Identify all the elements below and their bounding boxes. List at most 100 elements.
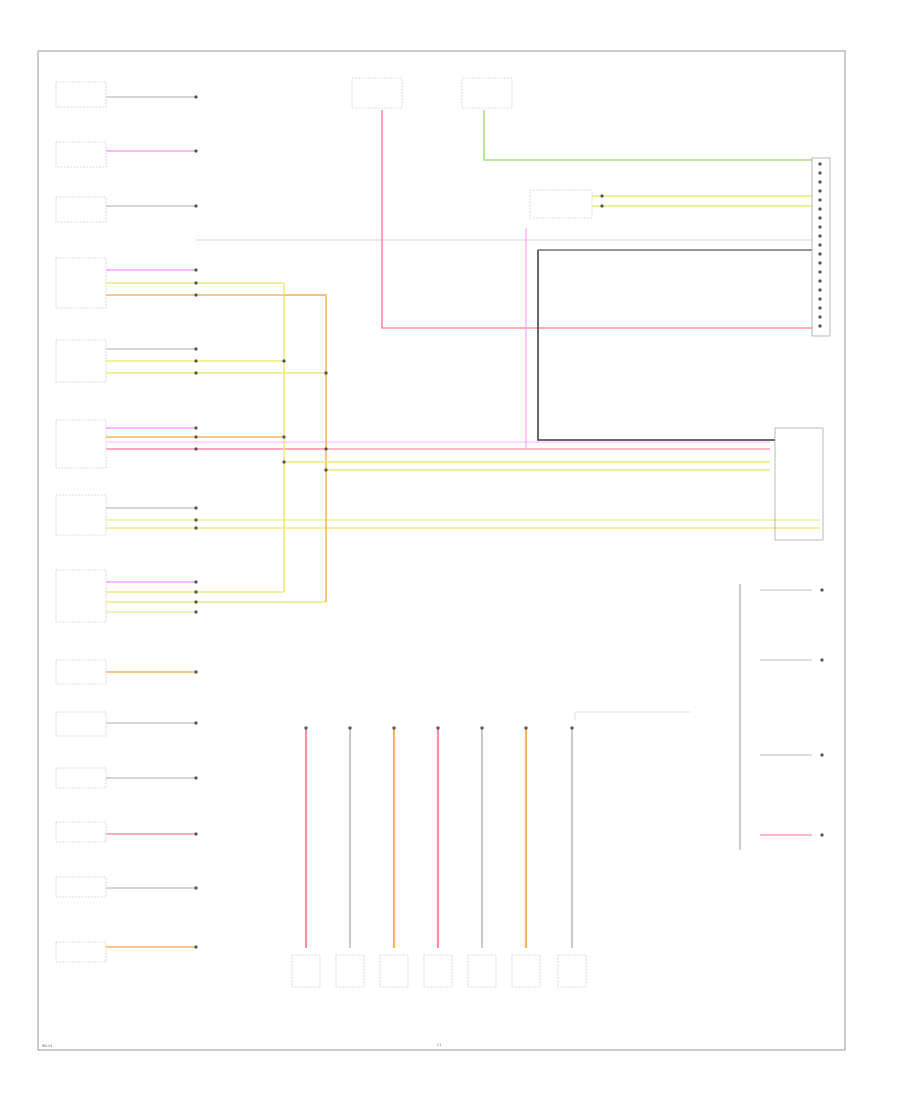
right-stub-dot [820, 833, 824, 837]
module-box-9 [55, 659, 107, 685]
right-stub-link [574, 711, 690, 720]
left-wires [106, 95, 820, 949]
wire-end-dot [194, 945, 198, 949]
diagram-frame [37, 50, 846, 1051]
right-stub-dot [820, 753, 824, 757]
wire-end-dot [194, 832, 198, 836]
pin-mark [818, 315, 822, 319]
module-box-8 [55, 569, 107, 623]
pin-mark [818, 180, 822, 184]
left-module-boxes [55, 81, 107, 963]
module-box-3 [55, 196, 107, 223]
wire-end-dot [194, 426, 198, 430]
wire-end-dot [194, 371, 198, 375]
wire-end-dot [194, 506, 198, 510]
junction-dot [324, 447, 328, 451]
module-box-10 [55, 711, 107, 737]
module-box-6 [55, 419, 107, 469]
junction-dot [282, 460, 286, 464]
wire-end-dot [194, 281, 198, 285]
pin-mark [818, 297, 822, 301]
right-stubs [574, 584, 824, 850]
junction-dot [600, 194, 604, 198]
connector-label: C1 [437, 1043, 441, 1047]
right-connector-strip [529, 157, 831, 541]
wire-end-dot [194, 776, 198, 780]
bus-orange-1 [284, 294, 327, 602]
wire-end-dot [194, 149, 198, 153]
junction-dot [600, 204, 604, 208]
brake-switch-box [529, 189, 593, 219]
module-box-12 [55, 821, 107, 843]
right-stub-dot [820, 588, 824, 592]
sensor-wire-dot [304, 726, 308, 730]
fuse-block-left [351, 77, 403, 109]
pin-mark [818, 162, 822, 166]
wire-end-dot [194, 447, 198, 451]
sensor-connector [423, 954, 453, 988]
pin-mark [818, 234, 822, 238]
pin-mark [818, 306, 822, 310]
bottom-sensors [291, 726, 587, 988]
wire-end-dot [194, 580, 198, 584]
module-box-2 [55, 141, 107, 168]
sensor-wire-dot [480, 726, 484, 730]
connector-strip-lower [774, 427, 824, 541]
sensor-connector [557, 954, 587, 988]
sensor-connector [379, 954, 409, 988]
dark-vertical [537, 250, 775, 441]
sensor-connector [467, 954, 497, 988]
sensor-connector [291, 954, 321, 988]
pin-mark [818, 270, 822, 274]
footer-label: W2-01 [42, 1044, 52, 1048]
pin-mark [818, 261, 822, 265]
module-box-13 [55, 876, 107, 898]
pin-mark [818, 189, 822, 193]
fuse-block-right [461, 77, 513, 109]
wire-end-dot [194, 359, 198, 363]
module-box-1 [55, 81, 107, 108]
junction-dot [282, 435, 286, 439]
wire-end-dot [194, 95, 198, 99]
sensor-wire-dot [348, 726, 352, 730]
wire-end-dot [194, 610, 198, 614]
module-box-4 [55, 257, 107, 309]
sensor-wire-dot [524, 726, 528, 730]
wire-end-dot [194, 268, 198, 272]
wire-end-dot [194, 435, 198, 439]
module-box-11 [55, 767, 107, 789]
connector-strip-top [811, 157, 831, 337]
pin-mark [818, 279, 822, 283]
pin-mark [818, 243, 822, 247]
pin-mark [818, 198, 822, 202]
sensor-wire-dot [392, 726, 396, 730]
right-stub-dot [820, 658, 824, 662]
junction-dot [324, 468, 328, 472]
wire-end-dot [194, 347, 198, 351]
junction-dot [282, 359, 286, 363]
wire-end-dot [194, 721, 198, 725]
pin-mark [818, 207, 822, 211]
pin-mark [818, 171, 822, 175]
pin-mark [818, 216, 822, 220]
sensor-connector [335, 954, 365, 988]
bus-wires [106, 110, 822, 602]
module-box-5 [55, 339, 107, 383]
wire-end-dot [194, 670, 198, 674]
pin-mark [818, 225, 822, 229]
red-feed [381, 110, 812, 329]
module-box-7 [55, 494, 107, 536]
pin-mark [818, 288, 822, 292]
sensor-wire-dot [570, 726, 574, 730]
pin-mark [818, 324, 822, 328]
wire-end-dot [194, 526, 198, 530]
wire-end-dot [194, 590, 198, 594]
junction-dot [324, 371, 328, 375]
sensor-wire-dot [436, 726, 440, 730]
pin-mark [818, 252, 822, 256]
wire-end-dot [194, 600, 198, 604]
wire-end-dot [194, 518, 198, 522]
wire-end-dot [194, 886, 198, 890]
